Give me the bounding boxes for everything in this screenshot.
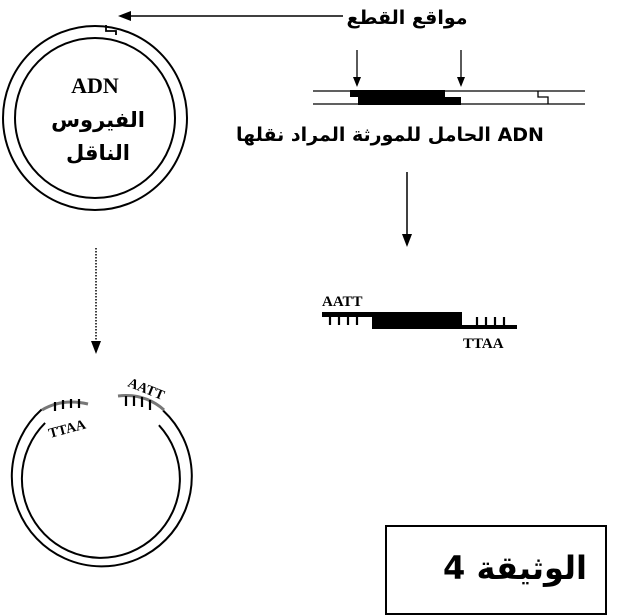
donor-dna-label: ADN الحامل للمورثة المراد نقلها	[236, 124, 544, 146]
cut-site-arrow-right	[457, 50, 465, 87]
virus-label: الفيروس	[51, 108, 145, 132]
gene-fragment	[322, 312, 517, 329]
left-sticky-ticks	[328, 317, 359, 325]
vector-plasmid-opened	[10, 394, 193, 568]
donor-dna-strand	[313, 90, 585, 105]
genetic-engineering-diagram: ADN الفيروس الناقل مواقع القطع ADN الحام…	[2, 7, 585, 568]
document-title: الوثيقة 4	[443, 549, 587, 587]
fragment-aatt-label: AATT	[322, 294, 363, 310]
cut-sites-label: مواقع القطع	[346, 7, 467, 29]
fragment-ttaa-label: TTAA	[463, 336, 504, 352]
donor-down-arrow	[402, 172, 412, 247]
cut-sites-to-vector-arrow	[118, 11, 343, 21]
vector-down-arrow	[91, 248, 101, 354]
vector-plasmid-closed	[2, 25, 188, 211]
vector-label: الناقل	[66, 141, 130, 165]
cut-site-arrow-left	[353, 50, 361, 87]
virus-adn-label: ADN	[71, 73, 119, 98]
gene-segment-top	[350, 90, 445, 97]
ring-right-sticky-ticks	[124, 396, 152, 410]
gene-segment-bottom	[358, 97, 461, 105]
ring-left-sticky-ticks	[53, 399, 81, 411]
document-label-box: الوثيقة 4	[385, 525, 607, 615]
right-sticky-ticks	[475, 317, 506, 325]
ring-ttaa-label: TTAA	[47, 417, 88, 442]
